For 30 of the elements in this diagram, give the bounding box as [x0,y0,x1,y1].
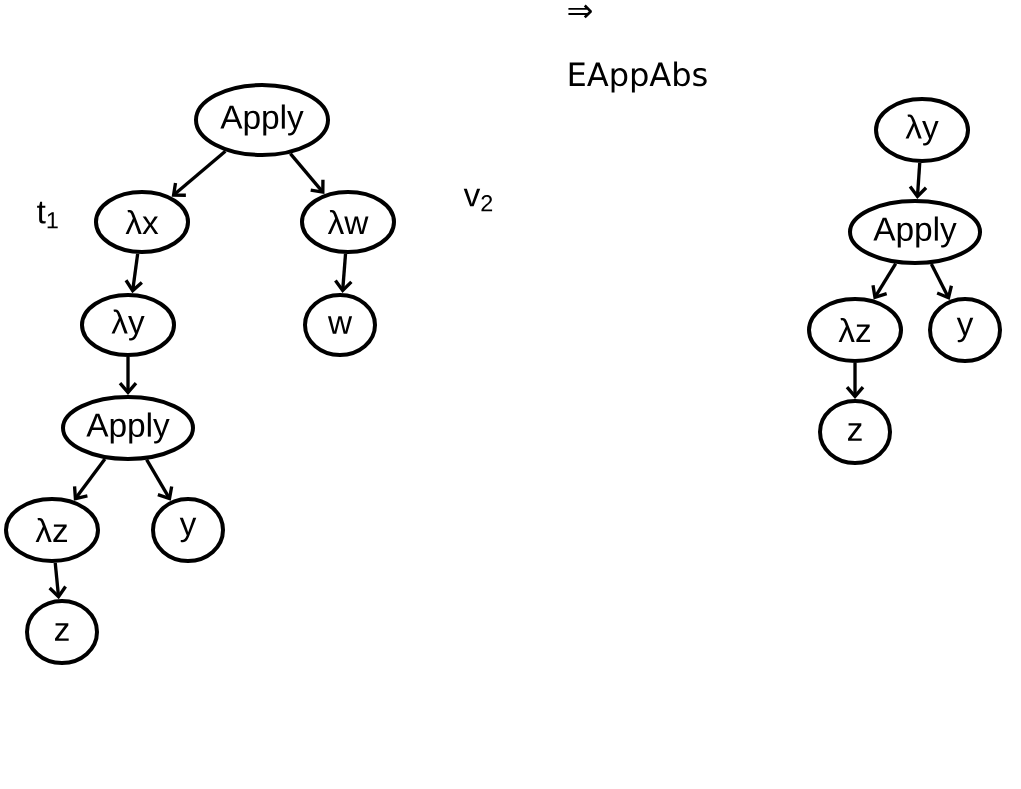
tree-node: λx [94,190,190,254]
tree-node: λy [80,293,176,357]
arrow [871,262,898,300]
arrow [908,162,928,200]
tree-node: y [151,497,225,563]
tree-node: Apply [194,83,330,157]
arrow [48,562,67,600]
tree-node: z [818,399,892,465]
arrow [289,152,325,195]
tree-node: z [25,599,99,665]
tree-node: λw [300,190,396,254]
tree-node: λz [807,297,903,363]
node-annotation: v$_{2}$ [463,188,493,212]
rule-label: ⇒ [568,4,592,19]
arrow [145,458,174,501]
arrow [171,149,227,197]
tree-node: Apply [61,395,195,461]
tree-node: y [928,297,1002,363]
arrow [334,253,353,294]
tree-node: Apply [848,199,982,265]
rule-label: EAppAbs [569,61,707,93]
tree-node: λz [4,497,100,563]
arrow [72,458,107,501]
node-annotation: t$_{1}$ [37,201,58,229]
tree-node: λy [874,97,970,163]
arrow [124,253,143,294]
tree-node: w [303,293,377,357]
arrow [118,357,138,395]
arrow [845,363,865,399]
arrow [929,263,954,300]
